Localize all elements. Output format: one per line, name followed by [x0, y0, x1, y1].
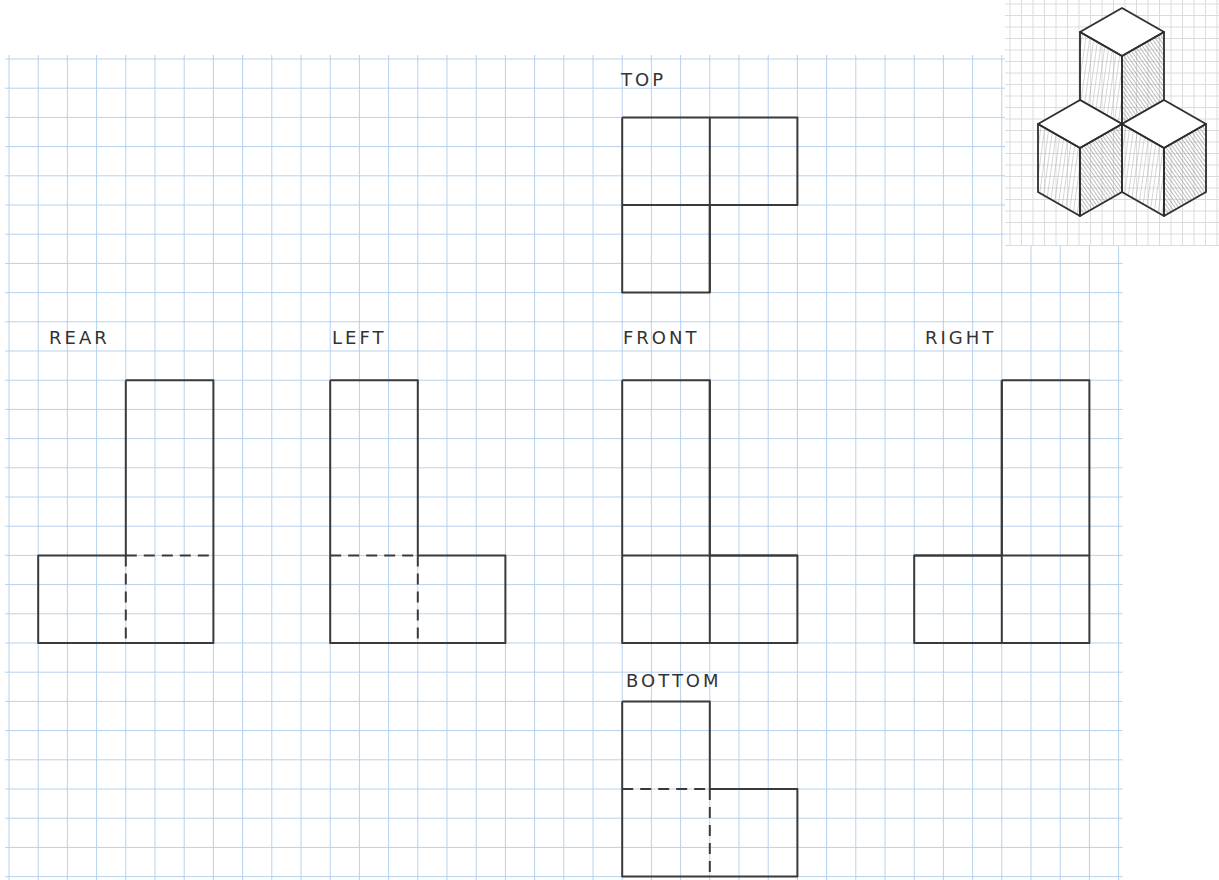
hidden-edge — [417, 555, 419, 643]
top-view — [622, 117, 797, 292]
graph-grid — [5, 55, 1123, 880]
grid-line — [5, 789, 1123, 790]
grid-line — [5, 818, 1123, 819]
grid-line — [5, 292, 1123, 293]
grid-line — [5, 847, 1123, 848]
grid-line — [5, 438, 1123, 439]
grid-line — [5, 876, 1123, 877]
visible-edge — [709, 380, 711, 643]
grid-line — [5, 730, 1123, 731]
visible-edge — [38, 380, 213, 643]
view-label: LEFT — [332, 329, 386, 347]
grid-line — [5, 88, 1123, 89]
inset-grid-line — [1217, 0, 1218, 245]
bottom-view — [622, 701, 797, 876]
inset-grid-line — [1005, 211, 1219, 212]
hidden-edge — [126, 554, 214, 556]
visible-edge — [914, 554, 1089, 556]
grid-line — [5, 467, 1123, 468]
grid-line — [5, 59, 1123, 60]
inset-grid-line — [1005, 4, 1219, 5]
hidden-edge — [709, 789, 711, 877]
hidden-edge — [622, 788, 710, 790]
visible-edge — [622, 117, 797, 292]
grid-line — [5, 584, 1123, 585]
view-label: RIGHT — [925, 329, 996, 347]
inset-grid-line — [1005, 245, 1219, 246]
grid-line — [5, 146, 1123, 147]
grid-line — [1001, 55, 1002, 880]
grid-line — [5, 759, 1123, 760]
rear-view — [38, 380, 213, 643]
visible-edge — [622, 554, 797, 556]
view-label: BOTTOM — [626, 672, 722, 690]
cube-face — [1080, 124, 1122, 216]
grid-line — [5, 497, 1123, 498]
inset-grid-line — [1010, 0, 1011, 245]
grid-line — [5, 409, 1123, 410]
grid-line — [5, 351, 1123, 352]
inset-grid-line — [1005, 234, 1219, 235]
grid-line — [5, 555, 1123, 556]
visible-edge — [622, 380, 797, 643]
grid-line — [5, 526, 1123, 527]
cube-face — [1164, 124, 1206, 216]
left-view — [330, 380, 505, 643]
inset-paper — [1005, 0, 1219, 245]
visible-edge — [1001, 380, 1003, 643]
view-label: REAR — [49, 329, 110, 347]
cube-face — [1038, 124, 1080, 216]
view-label: FRONT — [623, 329, 700, 347]
inset-grid-line — [1021, 0, 1022, 245]
visible-edge — [330, 380, 505, 643]
inset-grid-line — [1033, 0, 1034, 245]
hidden-edge — [330, 554, 418, 556]
right-view — [914, 380, 1089, 643]
visible-edge — [622, 701, 797, 876]
view-label: TOP — [621, 71, 666, 89]
grid-line — [5, 263, 1123, 264]
inset-grid-line — [1005, 222, 1219, 223]
front-view — [622, 380, 797, 643]
cube-face — [1122, 124, 1164, 216]
visible-edge — [622, 204, 797, 206]
hidden-edge — [125, 555, 127, 643]
grid-line — [5, 321, 1123, 322]
grid-line — [5, 117, 1123, 118]
visible-edge — [914, 380, 1089, 643]
grid-line — [5, 613, 1123, 614]
grid-line — [5, 175, 1123, 176]
grid-line — [5, 672, 1123, 673]
isometric-inset — [1005, 0, 1219, 246]
grid-line — [5, 205, 1123, 206]
grid-line — [5, 234, 1123, 235]
grid-line — [5, 701, 1123, 702]
